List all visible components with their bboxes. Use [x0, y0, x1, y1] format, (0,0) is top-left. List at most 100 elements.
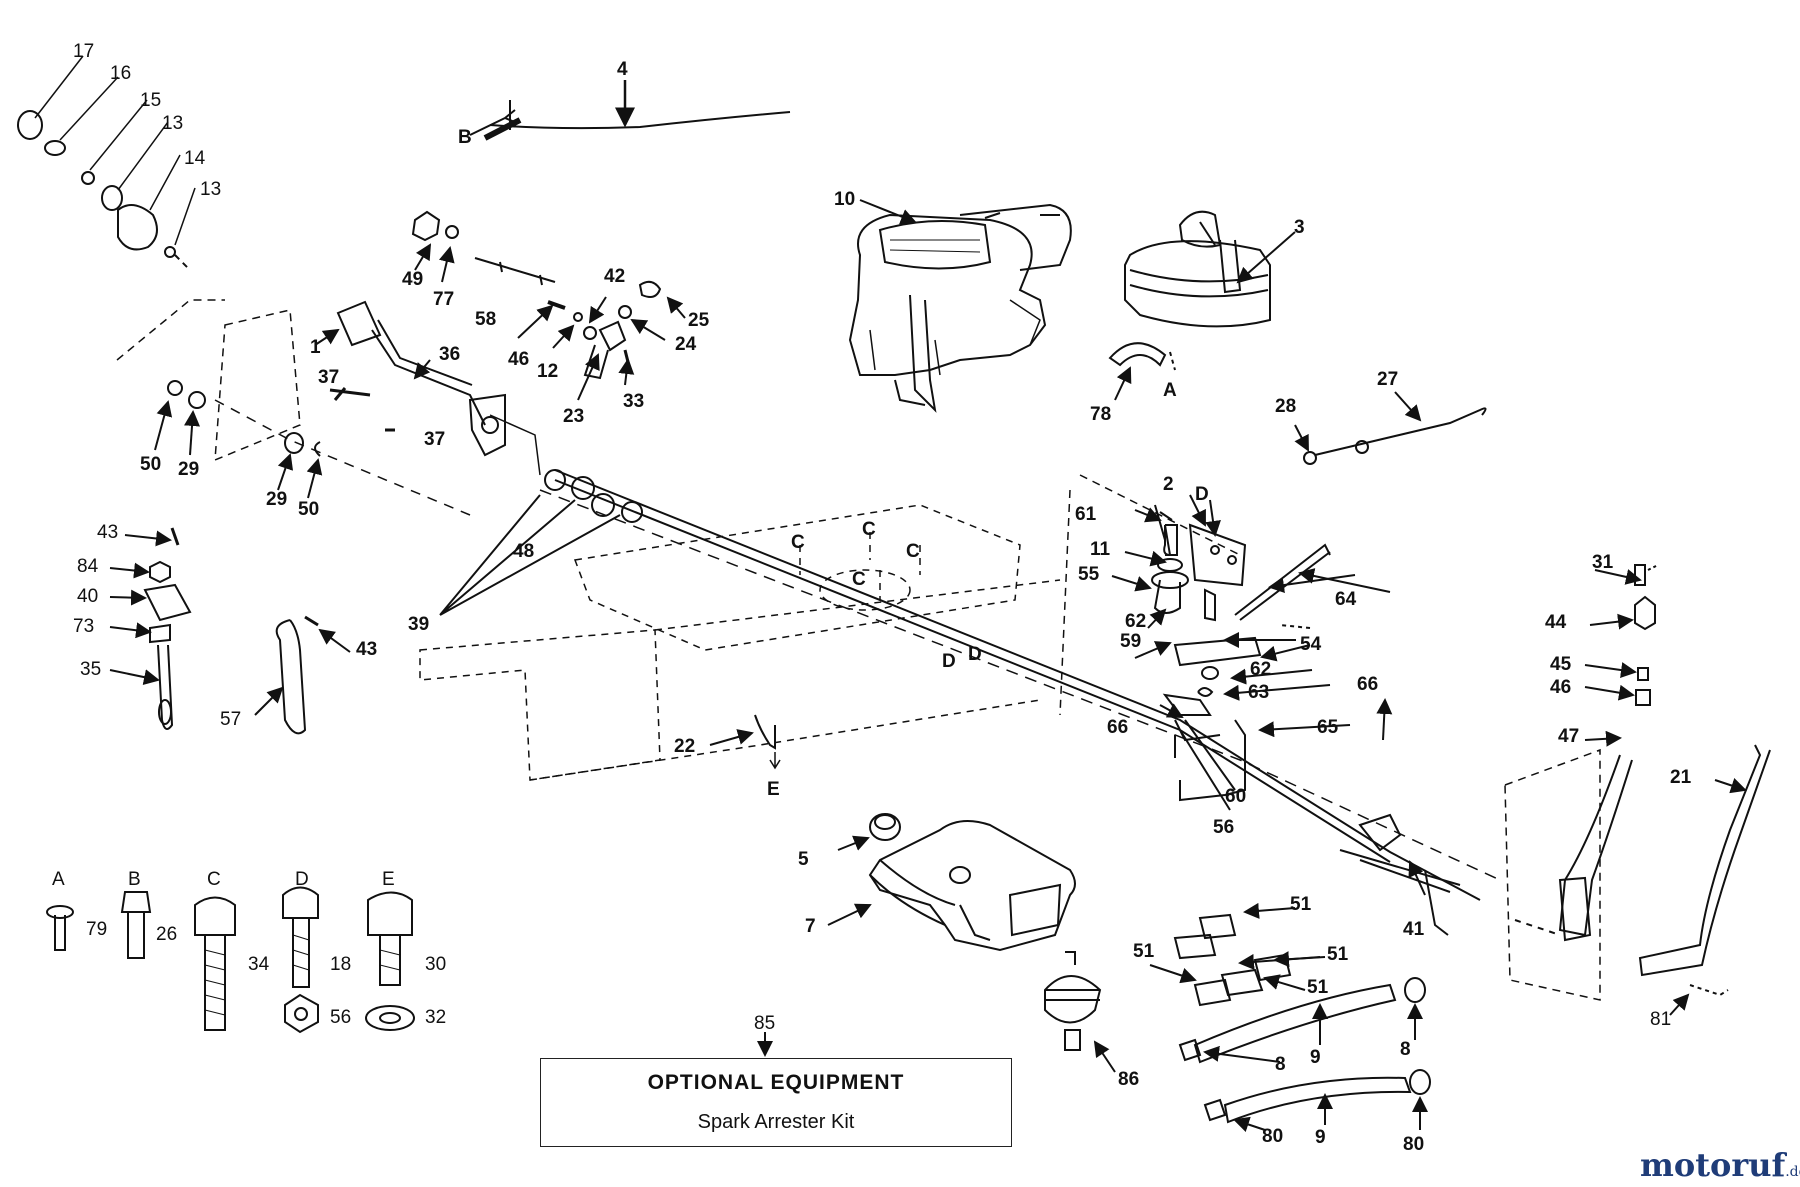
hardware-part-18: 18 — [330, 954, 352, 975]
callout-27: 27 — [1377, 369, 1399, 390]
callout-24: 24 — [675, 334, 697, 355]
callout-22: 22 — [674, 736, 696, 757]
callout-41: 41 — [1403, 919, 1425, 940]
callout-13: 13 — [200, 179, 222, 200]
callout-61: 61 — [1075, 504, 1097, 525]
hardware-part-32: 32 — [425, 1007, 447, 1028]
callout-28: 28 — [1275, 396, 1297, 417]
knob-assembly — [17, 110, 191, 271]
hardware-part-34: 34 — [248, 954, 270, 975]
callout-46: 46 — [508, 349, 530, 370]
callout-16: 16 — [110, 63, 132, 84]
callout-81: 81 — [1650, 1009, 1672, 1030]
callout-59: 59 — [1120, 631, 1142, 652]
callout-8: 8 — [1400, 1039, 1411, 1060]
hardware-part-26: 26 — [156, 924, 178, 945]
callout-80: 80 — [1262, 1126, 1284, 1147]
callout-40: 40 — [77, 586, 99, 607]
callout-43: 43 — [97, 522, 119, 543]
fuel-tank — [868, 813, 1076, 952]
ref-c: C — [862, 519, 876, 540]
callout-25: 25 — [688, 310, 710, 331]
hardware-letter-c: C — [207, 869, 221, 890]
callout-23: 23 — [563, 406, 585, 427]
callout-31: 31 — [1592, 552, 1614, 573]
muffler — [1124, 210, 1271, 328]
callout-36: 36 — [439, 344, 461, 365]
callout-65: 65 — [1317, 717, 1339, 738]
optional-equipment-box: OPTIONAL EQUIPMENT Spark Arrester Kit — [540, 1058, 1012, 1147]
callout-3: 3 — [1294, 217, 1305, 238]
hardware-keys — [46, 886, 415, 1034]
callout-4: 4 — [617, 59, 628, 80]
callout-39: 39 — [408, 614, 430, 635]
callout-66: 66 — [1357, 674, 1379, 695]
callout-49: 49 — [402, 269, 424, 290]
callout-51: 51 — [1290, 894, 1312, 915]
callout-86: 86 — [1118, 1069, 1140, 1090]
callout-51: 51 — [1307, 977, 1329, 998]
hardware-letter-e: E — [382, 869, 395, 890]
callout-58: 58 — [475, 309, 497, 330]
ref-c: C — [791, 532, 805, 553]
ref-c: C — [906, 541, 920, 562]
throttle-lever — [336, 300, 541, 476]
watermark-logo: motoruf.de — [1640, 1146, 1800, 1184]
callout-51: 51 — [1133, 941, 1155, 962]
callout-62: 62 — [1125, 611, 1147, 632]
callout-1: 1 — [310, 337, 321, 358]
callout-47: 47 — [1558, 726, 1580, 747]
optional-equipment-title: OPTIONAL EQUIPMENT — [647, 1071, 905, 1094]
callout-60: 60 — [1225, 786, 1247, 807]
callout-51: 51 — [1327, 944, 1349, 965]
ref-b: B — [458, 127, 472, 148]
callout-48: 48 — [513, 541, 535, 562]
callout-62: 62 — [1250, 659, 1272, 680]
callout-29: 29 — [266, 489, 288, 510]
hardware-part-56: 56 — [330, 1007, 352, 1028]
callout-15: 15 — [140, 90, 162, 111]
callout-54: 54 — [1300, 634, 1322, 655]
callout-66: 66 — [1107, 717, 1129, 738]
callout-42: 42 — [604, 266, 626, 287]
ref-d: D — [968, 644, 982, 665]
callout-85: 85 — [754, 1013, 776, 1034]
watermark-suffix: .de — [1785, 1164, 1800, 1180]
callout-17: 17 — [73, 41, 95, 62]
callout-8: 8 — [1275, 1054, 1286, 1075]
callout-43: 43 — [356, 639, 378, 660]
hardware-letter-b: B — [128, 869, 141, 890]
callout-21: 21 — [1670, 767, 1692, 788]
callout-55: 55 — [1078, 564, 1100, 585]
callout-57: 57 — [220, 709, 242, 730]
callout-7: 7 — [805, 916, 816, 937]
callout-44: 44 — [1545, 612, 1567, 633]
hardware-letter-d: D — [295, 869, 309, 890]
callout-63: 63 — [1248, 682, 1270, 703]
callout-5: 5 — [798, 849, 809, 870]
callout-50: 50 — [140, 454, 162, 475]
callout-29: 29 — [178, 459, 200, 480]
watermark-text: motoruf — [1640, 1146, 1786, 1184]
ref-c: C — [852, 569, 866, 590]
callout-11: 11 — [1090, 539, 1111, 560]
hardware-part-79: 79 — [86, 919, 108, 940]
hardware-part-30: 30 — [425, 954, 447, 975]
callout-35: 35 — [80, 659, 102, 680]
callout-73: 73 — [73, 616, 95, 637]
ref-a: A — [1163, 380, 1177, 401]
callout-10: 10 — [834, 189, 856, 210]
ref-e: E — [767, 779, 780, 800]
ref-d: D — [942, 651, 956, 672]
callout-77: 77 — [433, 289, 455, 310]
hardware-letter-a: A — [52, 869, 65, 890]
callout-56: 56 — [1213, 817, 1235, 838]
spark-arrester-kit-label: Spark Arrester Kit — [697, 1111, 855, 1133]
callout-9: 9 — [1310, 1047, 1321, 1068]
callout-2: 2 — [1163, 474, 1174, 495]
engine — [848, 203, 1072, 413]
callout-46: 46 — [1550, 677, 1572, 698]
callout-45: 45 — [1550, 654, 1572, 675]
callout-64: 64 — [1335, 589, 1357, 610]
